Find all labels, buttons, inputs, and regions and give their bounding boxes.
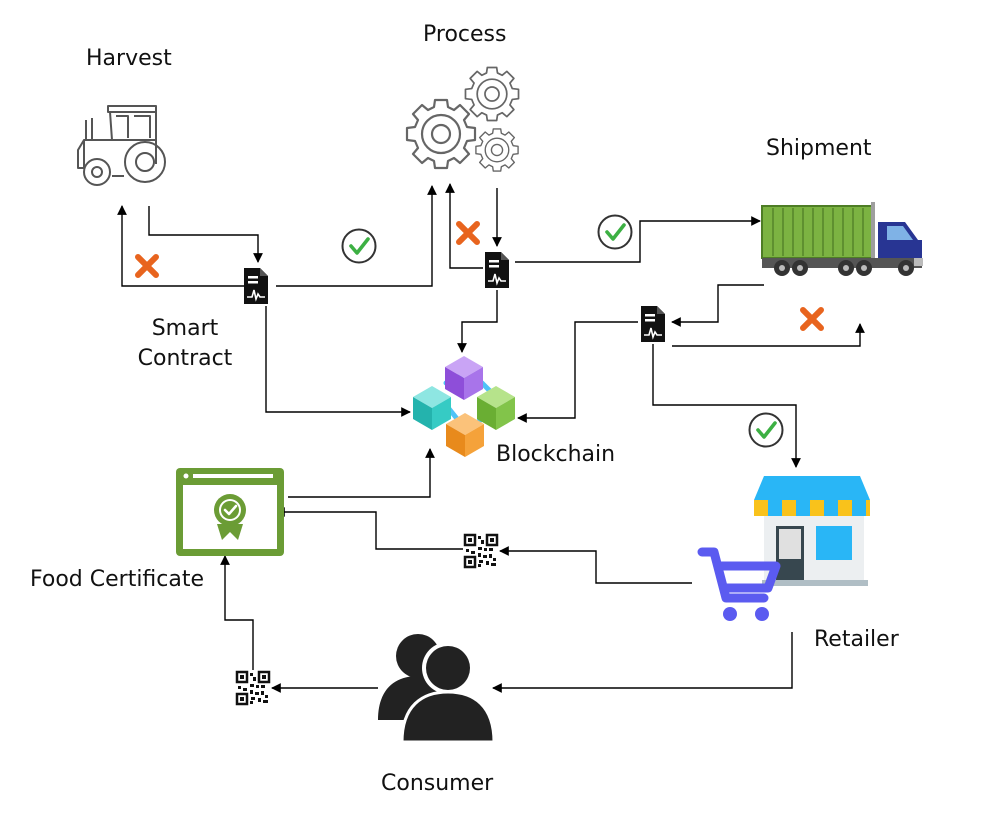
contract-to-process-approve-arrow xyxy=(276,185,437,287)
harvest-label: Harvest xyxy=(86,46,172,71)
shipment-to-contract-arrow xyxy=(671,284,764,327)
smart-contract-label-line1: Smart xyxy=(151,316,219,341)
document-icon xyxy=(243,267,269,305)
tractor-icon xyxy=(77,105,166,186)
cross-icon xyxy=(459,224,477,242)
certificate-to-blockchain-arrow xyxy=(288,448,435,498)
smart-contract-label: Smart Contract xyxy=(130,314,240,374)
certificate-icon xyxy=(176,468,284,556)
process-contract-to-blockchain-arrow xyxy=(457,290,498,353)
qr-to-certificate-up-arrow xyxy=(220,555,254,670)
food-certificate-label: Food Certificate xyxy=(30,567,205,592)
smart-contract-label-line2: Contract xyxy=(137,346,233,371)
check-icon xyxy=(596,213,634,251)
shipment-label: Shipment xyxy=(766,136,872,161)
check-icon xyxy=(747,411,785,449)
contract-to-shipment-reject-arrow xyxy=(672,323,865,347)
retailer-to-consumer-arrow xyxy=(492,632,793,693)
blockchain-cubes-icon xyxy=(413,356,515,457)
cross-icon xyxy=(803,310,821,328)
cross-icon xyxy=(138,257,156,275)
retailer-to-qr-arrow xyxy=(499,546,692,584)
store-cart-icon xyxy=(697,476,870,621)
qr-code-icon xyxy=(462,532,500,570)
contract-to-process-reject-arrow xyxy=(445,183,483,269)
document-icon xyxy=(640,305,666,343)
gears-icon xyxy=(405,66,520,172)
shipment-contract-to-blockchain-arrow xyxy=(517,321,638,423)
document-icon xyxy=(484,251,510,289)
users-icon xyxy=(378,634,496,744)
contract-to-retailer-approve-arrow xyxy=(652,344,801,468)
flow-lines xyxy=(117,183,865,693)
contract-to-harvest-reject-arrow xyxy=(117,205,244,287)
qr-to-certificate-arrow xyxy=(275,507,463,550)
qr-code-icon xyxy=(234,669,272,707)
contract-to-blockchain-arrow xyxy=(265,306,411,417)
blockchain-label: Blockchain xyxy=(496,442,616,467)
retailer-label: Retailer xyxy=(814,627,899,652)
truck-icon xyxy=(761,202,923,276)
harvest-to-contract-arrow xyxy=(148,206,263,263)
consumer-label: Consumer xyxy=(381,771,494,796)
contract-to-shipment-approve-arrow xyxy=(515,216,761,263)
process-label: Process xyxy=(423,22,507,47)
check-icon xyxy=(340,227,378,265)
